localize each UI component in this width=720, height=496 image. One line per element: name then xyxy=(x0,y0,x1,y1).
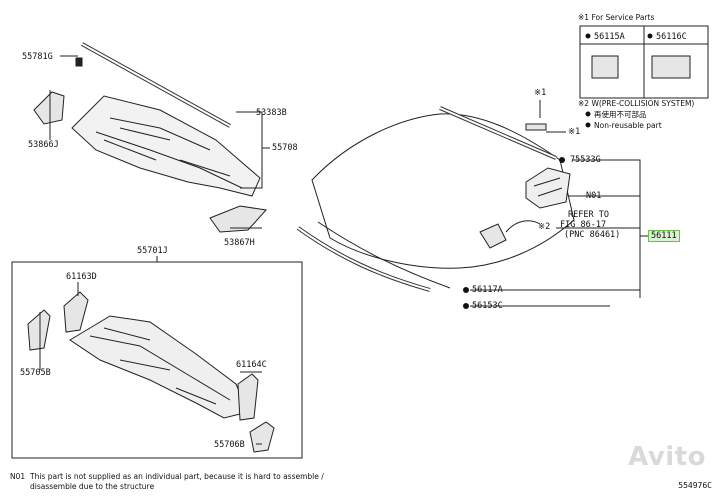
highlighted-part-label: 56111 xyxy=(648,230,680,242)
part-label: 56153C xyxy=(472,301,503,311)
part-label: 53383B xyxy=(256,108,287,118)
service-mark: ※1 xyxy=(534,88,547,98)
footnote-code: N01 xyxy=(10,472,26,481)
footnote-text: This part is not supplied as an individu… xyxy=(30,472,324,481)
service-part-code: 56116C xyxy=(656,32,687,42)
refer-note: REFER TO xyxy=(568,210,609,220)
part-label: 61164C xyxy=(236,360,267,370)
marks-legend-line: 再使用不可部品 xyxy=(594,110,647,119)
part-label: 53866J xyxy=(28,140,59,150)
part-label: 53867H xyxy=(224,238,255,248)
part-label: 55701J xyxy=(137,246,168,256)
watermark-logo: Avito xyxy=(628,442,706,472)
part-label: 61163D xyxy=(66,272,97,282)
part-label: 55705B xyxy=(20,368,51,378)
refer-note: (PNC 86461) xyxy=(564,230,621,240)
service-legend-title: ※1 For Service Parts xyxy=(578,13,655,22)
part-label: 75533G xyxy=(570,155,601,165)
marks-legend-line: Non-reusable part xyxy=(594,121,662,130)
service-part-code: 56115A xyxy=(594,32,625,42)
part-label: 55706B xyxy=(214,440,245,450)
part-label: N01 xyxy=(586,191,602,201)
refer-note: FIG 86-17 xyxy=(560,220,607,230)
part-label: 56117A xyxy=(472,285,503,295)
figure-code: 554976C xyxy=(678,481,712,490)
marks-legend-title: ※2 W(PRE-COLLISION SYSTEM) xyxy=(578,99,695,108)
part-label: 55781G xyxy=(22,52,53,62)
footnote-text: disassemble due to the structure xyxy=(30,482,155,491)
part-label: 55708 xyxy=(272,143,298,153)
service-mark: ※1 xyxy=(568,127,581,137)
precollision-mark: ※2 xyxy=(538,222,551,232)
